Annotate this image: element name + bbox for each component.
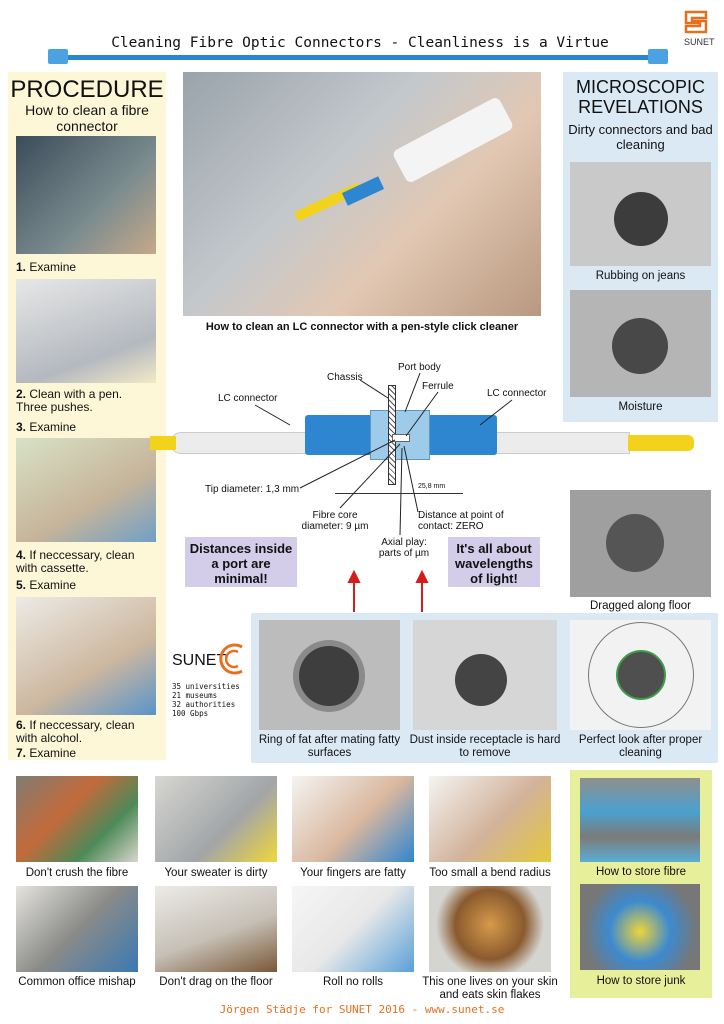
step-2: 2. Clean with a pen. Three pushes.	[16, 387, 123, 414]
step-5: 5. Examine	[16, 578, 77, 592]
sunet-info-line: 32 authorities	[172, 700, 236, 709]
caption-floor: Don't drag on the floor	[159, 976, 273, 988]
hero-caption: How to clean an LC connector with a pen-…	[205, 321, 519, 333]
label-dimension: 25,8 mm	[418, 483, 446, 490]
photo-mite	[429, 886, 551, 972]
micro-fat-ring	[299, 646, 359, 706]
micro-dust-core	[455, 654, 507, 706]
caption-store-fibre: How to store fibre	[595, 866, 687, 878]
sunet-info-line: 35 universities	[172, 682, 240, 691]
photo-crush	[16, 776, 138, 862]
diagram-ferrule	[392, 434, 410, 442]
step-3: 3. Examine	[16, 420, 77, 434]
callout-wavelengths: It's all about wavelengths of light!	[448, 537, 540, 587]
step-7: 7. Examine	[16, 746, 77, 760]
photo-cassette	[16, 438, 156, 542]
photo-sweater	[155, 776, 277, 862]
label-axial: Axial play: parts of µm	[378, 537, 430, 559]
microscopic-title: MICROSCOPIC REVELATIONS	[575, 77, 705, 117]
sunet-logo-text: SUNET	[684, 37, 715, 47]
photo-bend	[429, 776, 551, 862]
diagram-yellow-fibre-left	[150, 436, 176, 450]
micro-jeans-caption: Rubbing on jeans	[595, 270, 686, 282]
page-title: Cleaning Fibre Optic Connectors - Cleanl…	[100, 35, 620, 51]
photo-rolls	[292, 886, 414, 972]
microscopic-subtitle: Dirty connectors and bad cleaning	[568, 122, 713, 152]
sunet-info-lines: 35 universities 21 museums 32 authoritie…	[172, 682, 240, 718]
micro-floor-core	[606, 514, 664, 572]
caption-office: Common office mishap	[18, 976, 136, 988]
label-lc-right: LC connector	[487, 388, 547, 399]
photo-store-fibre	[580, 778, 700, 862]
sunet-logo	[682, 8, 710, 36]
photo-floor	[155, 886, 277, 972]
caption-crush: Don't crush the fibre	[25, 867, 129, 879]
label-distance: Distance at point of contact: ZERO	[418, 510, 504, 532]
label-port-body: Port body	[398, 362, 441, 373]
step-1: 1. Examine	[16, 260, 77, 274]
caption-store-junk: How to store junk	[596, 975, 686, 987]
sunet-info-logo-icon	[216, 641, 246, 677]
photo-clean-pen	[16, 279, 156, 383]
header-cable-right-end	[648, 49, 668, 64]
sunet-info-line: 100 Gbps	[172, 709, 209, 718]
dimension-line	[335, 493, 463, 494]
footer-credit: Jörgen Städje for SUNET 2016 - www.sunet…	[219, 1003, 505, 1016]
label-chassis: Chassis	[327, 372, 363, 383]
micro-dust-caption: Dust inside receptacle is hard to remove	[409, 734, 561, 759]
step-6: 6. If neccessary, clean with alcohol.	[16, 718, 135, 745]
micro-dust	[413, 620, 557, 730]
diagram-port-body	[370, 410, 430, 460]
caption-mite: This one lives on your skin and eats ski…	[422, 976, 558, 1001]
callout-distances: Distances inside a port are minimal!	[185, 537, 297, 587]
photo-store-junk	[580, 884, 700, 970]
label-lc-left: LC connector	[218, 393, 278, 404]
micro-jeans-core	[614, 192, 668, 246]
sunet-c-icon	[219, 643, 243, 675]
procedure-title: PROCEDURE	[10, 76, 164, 103]
step-4: 4. If neccessary, clean with cassette.	[16, 548, 135, 575]
diagram-yellow-fibre-right	[628, 435, 694, 451]
micro-fat-caption: Ring of fat after mating fatty surfaces	[258, 734, 401, 759]
photo-office	[16, 886, 138, 972]
caption-fingers: Your fingers are fatty	[300, 867, 406, 879]
caption-sweater: Your sweater is dirty	[164, 867, 268, 879]
micro-jeans	[570, 162, 711, 266]
photo-examine	[16, 136, 156, 254]
micro-perfect-outer	[588, 622, 694, 728]
caption-bend: Too small a bend radius	[429, 867, 551, 879]
micro-floor	[570, 490, 711, 597]
procedure-subtitle: How to clean a fibre connector	[25, 102, 149, 134]
micro-floor-caption: Dragged along floor	[589, 600, 691, 612]
header-cable-left-end	[48, 49, 68, 64]
micro-moisture-caption: Moisture	[618, 401, 663, 413]
caption-rolls: Roll no rolls	[322, 976, 384, 988]
hero-photo	[183, 72, 541, 316]
label-core: Fibre core diameter: 9 µm	[301, 510, 369, 532]
photo-fingers	[292, 776, 414, 862]
micro-perfect-caption: Perfect look after proper cleaning	[578, 734, 703, 759]
photo-alcohol	[16, 597, 156, 715]
sunet-info-logo: SUNET	[172, 652, 227, 669]
micro-perfect	[570, 620, 711, 730]
diagram-leader-lines	[254, 372, 513, 612]
micro-moisture	[570, 290, 711, 397]
micro-moisture-core	[612, 318, 668, 374]
header-cable	[48, 55, 668, 60]
micro-perfect-core	[616, 650, 666, 700]
sunet-logo-icon	[684, 10, 708, 34]
sunet-info-line: 21 museums	[172, 691, 218, 700]
micro-fat	[259, 620, 400, 730]
label-ferrule: Ferrule	[422, 381, 454, 392]
label-tip-diameter: Tip diameter: 1,3 mm	[205, 484, 300, 495]
